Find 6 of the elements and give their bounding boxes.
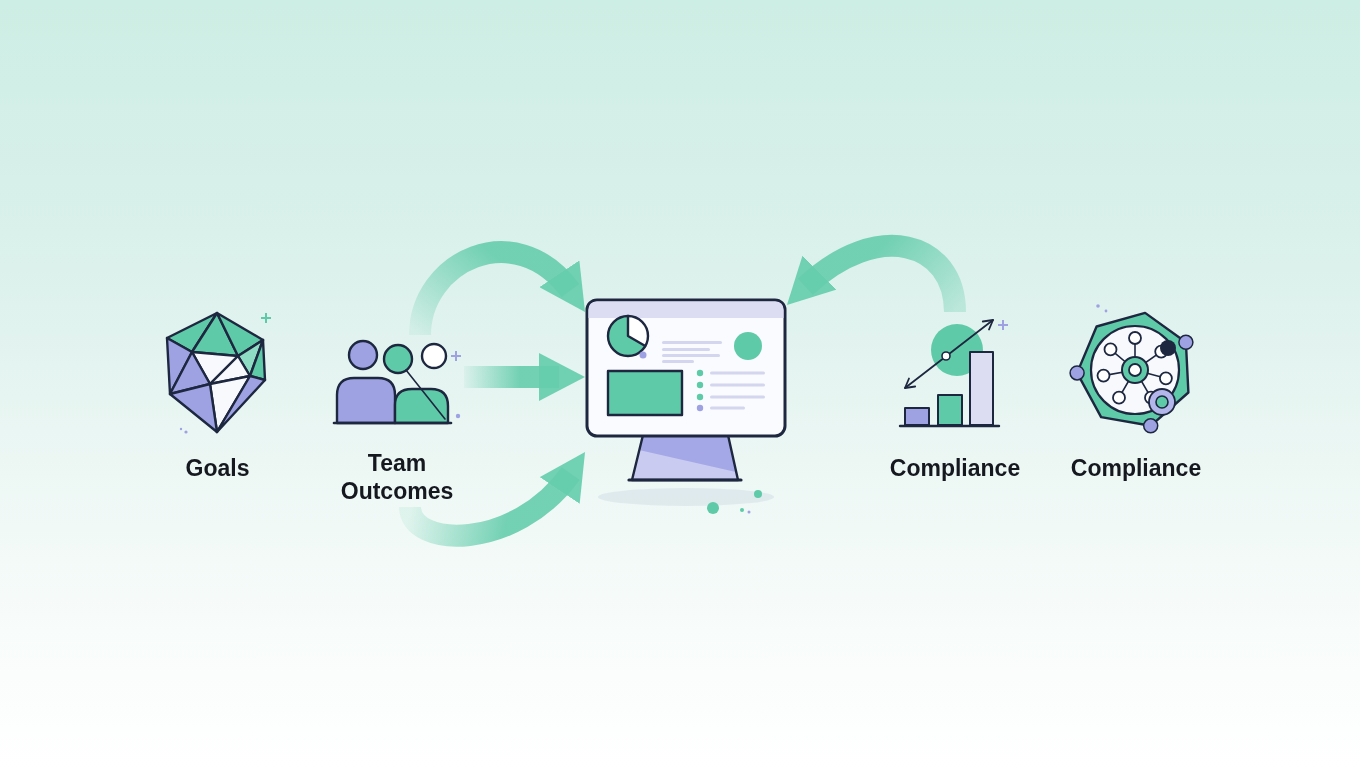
curved-arrow	[399, 452, 587, 547]
node-label: Goals	[185, 454, 250, 482]
node-label: Compliance	[1070, 454, 1202, 482]
arrow	[464, 353, 585, 401]
node-label: Compliance	[889, 454, 1021, 482]
node-label: Team Outcomes	[339, 449, 455, 505]
